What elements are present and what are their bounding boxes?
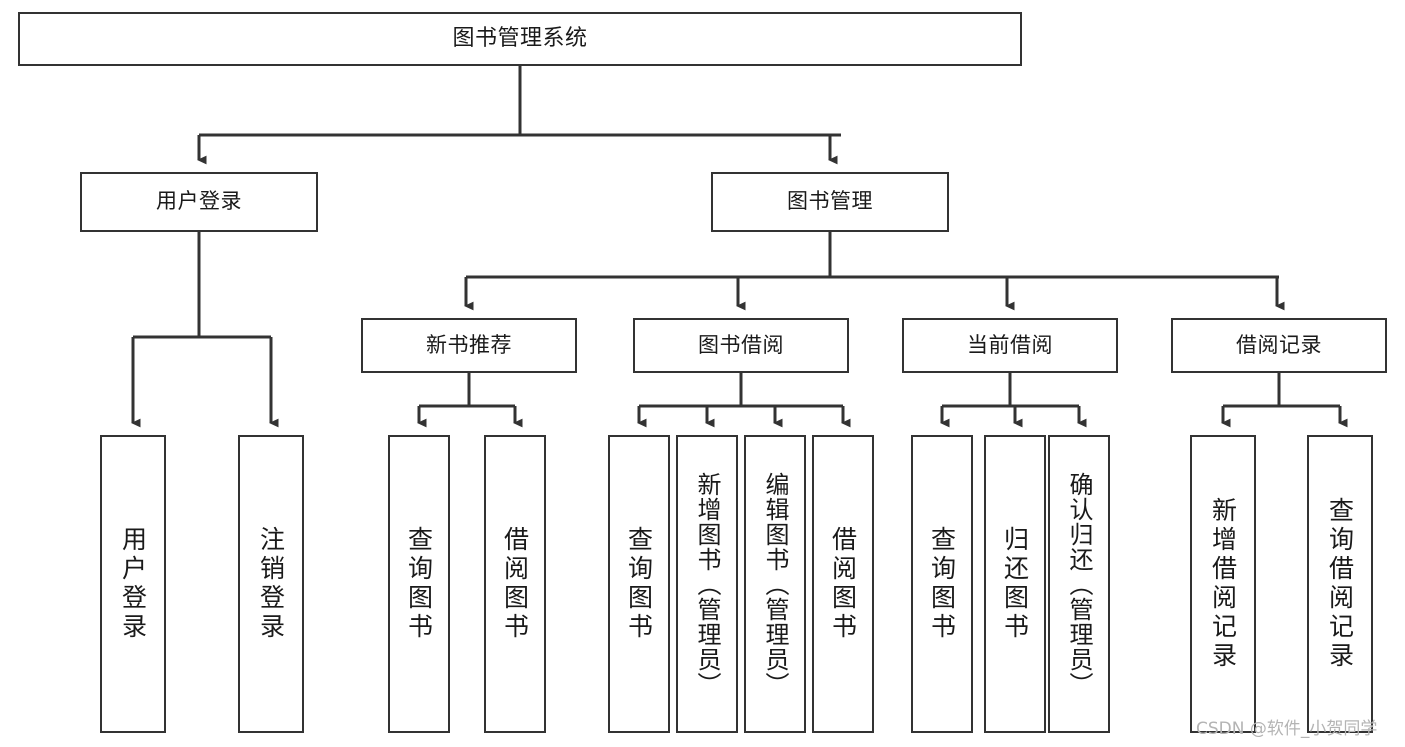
node-label: 注销登录 (256, 526, 286, 642)
node-leaf-confirm-return-admin[interactable]: 确认归还（管理员） (1048, 435, 1110, 733)
node-leaf-query-book-recommend[interactable]: 查询图书 (388, 435, 450, 733)
node-leaf-return-book[interactable]: 归还图书 (984, 435, 1046, 733)
node-label: 借阅图书 (500, 526, 530, 642)
node-label: 编辑图书（管理员） (761, 471, 789, 697)
node-new-book-recommend[interactable]: 新书推荐 (361, 318, 577, 373)
node-label: 借阅记录 (1236, 332, 1322, 357)
node-label: 归还图书 (1000, 526, 1030, 642)
node-label: 新增借阅记录 (1208, 497, 1238, 671)
node-book-borrow[interactable]: 图书借阅 (633, 318, 849, 373)
node-current-borrow[interactable]: 当前借阅 (902, 318, 1118, 373)
node-leaf-borrow-book-recommend[interactable]: 借阅图书 (484, 435, 546, 733)
node-book-management[interactable]: 图书管理 (711, 172, 949, 232)
node-label: 用户登录 (156, 189, 242, 214)
node-leaf-user-logout[interactable]: 注销登录 (238, 435, 304, 733)
node-leaf-query-borrow-record[interactable]: 查询借阅记录 (1307, 435, 1373, 733)
watermark-text: CSDN @软件_小贺同学 (1196, 719, 1378, 739)
node-label: 图书管理系统 (452, 25, 588, 51)
node-label: 用户登录 (118, 526, 148, 642)
node-label: 查询图书 (404, 526, 434, 642)
node-leaf-edit-book-admin[interactable]: 编辑图书（管理员） (744, 435, 806, 733)
node-label: 查询图书 (624, 526, 654, 642)
node-label: 新书推荐 (426, 332, 512, 357)
node-user-login[interactable]: 用户登录 (80, 172, 318, 232)
node-label: 查询借阅记录 (1325, 497, 1355, 671)
node-leaf-add-borrow-record[interactable]: 新增借阅记录 (1190, 435, 1256, 733)
node-label: 借阅图书 (828, 526, 858, 642)
node-borrow-record[interactable]: 借阅记录 (1171, 318, 1387, 373)
node-leaf-user-login[interactable]: 用户登录 (100, 435, 166, 733)
node-leaf-add-book-admin[interactable]: 新增图书（管理员） (676, 435, 738, 733)
node-label: 图书借阅 (698, 332, 784, 357)
node-leaf-query-book-current[interactable]: 查询图书 (911, 435, 973, 733)
node-root[interactable]: 图书管理系统 (18, 12, 1022, 66)
node-leaf-borrow-book[interactable]: 借阅图书 (812, 435, 874, 733)
node-label: 确认归还（管理员） (1065, 471, 1093, 697)
node-label: 图书管理 (787, 189, 873, 214)
node-label: 查询图书 (927, 526, 957, 642)
node-label: 新增图书（管理员） (693, 471, 721, 697)
node-leaf-query-book-borrow[interactable]: 查询图书 (608, 435, 670, 733)
node-label: 当前借阅 (967, 332, 1053, 357)
